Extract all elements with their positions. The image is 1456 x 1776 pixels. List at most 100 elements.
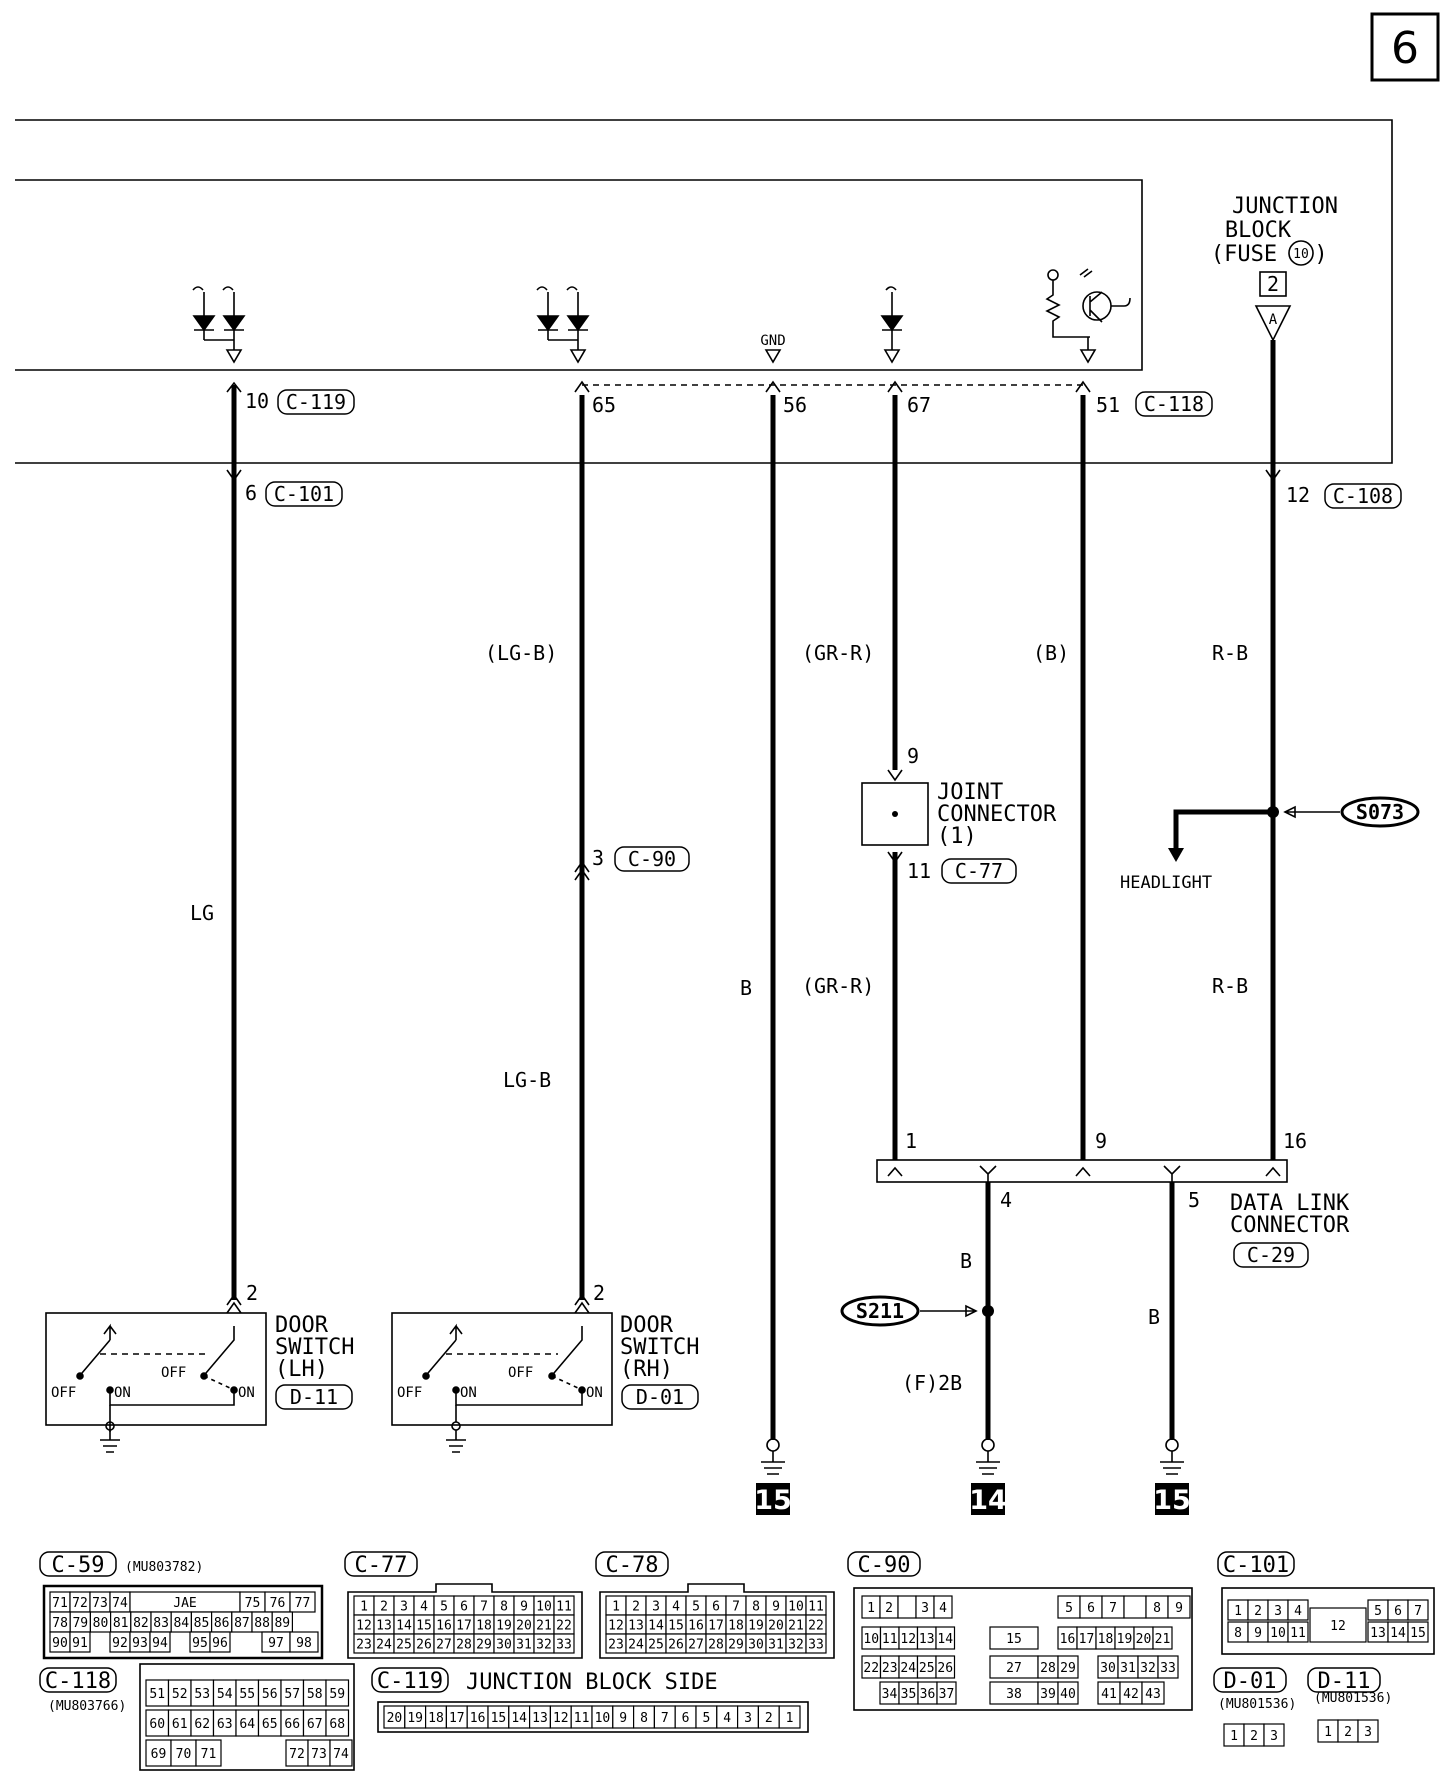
connector-cell-label: 32 [788, 1638, 804, 1653]
door-switch-lh: OFF ON OFF ON [45, 1312, 267, 1453]
connector-cell-label: 29 [476, 1638, 492, 1653]
headlight-label: HEADLIGHT [1120, 873, 1212, 893]
door-switch-rh-line2: SWITCH [620, 1335, 699, 1360]
pin-6: 6 [245, 481, 257, 505]
connector-cell-label: 12 [608, 1619, 624, 1634]
connector-cell-label: 31 [768, 1638, 784, 1653]
connector-cell-label: 78 [52, 1616, 68, 1631]
connector-cell-label: 98 [296, 1636, 312, 1651]
connector-cell-label: 28 [1040, 1661, 1056, 1676]
connector-cell-label: 13 [376, 1619, 392, 1634]
connector-cell [933, 1595, 953, 1619]
connector-cell-label: 3 [652, 1600, 660, 1615]
ground-symbols [761, 1438, 1184, 1475]
fuse-number-circle [1288, 240, 1314, 266]
connector-cell-label: 43 [1145, 1687, 1161, 1702]
pin-12: 12 [1286, 483, 1310, 507]
connector-cell-label: 20 [516, 1619, 532, 1634]
connector-cell-label: 24 [628, 1638, 644, 1653]
connector-cell-label: 37 [939, 1687, 955, 1702]
pin-10: 10 [245, 389, 269, 413]
connector-cell [553, 1633, 575, 1654]
connector-cell-label: 11 [574, 1711, 590, 1726]
connector-cell-label: 73 [92, 1596, 108, 1611]
connector-cell [209, 1631, 231, 1653]
connector-cell-label: 21 [788, 1619, 804, 1634]
connector-cell-label: 2 [765, 1711, 773, 1726]
connector-cell-label: 32 [1140, 1661, 1156, 1676]
dlc-pin-16: 16 [1283, 1129, 1307, 1153]
connector-cell-label: 83 [153, 1616, 169, 1631]
door-switch-lh-line3: (LH) [275, 1357, 328, 1382]
connector-cell-label: 9 [619, 1711, 627, 1726]
connector-cell-label: 68 [329, 1717, 345, 1732]
connector-cell-label: 11 [556, 1600, 572, 1615]
connector-cell-label: 1 [867, 1601, 875, 1616]
connector-cell [145, 1739, 172, 1767]
connector-cell-label: 72 [289, 1747, 305, 1762]
connector-cell-label: 6 [460, 1600, 468, 1615]
c90-housing [853, 1587, 1193, 1711]
connector-cell-label: 8 [500, 1600, 508, 1615]
svg-text:OFF: OFF [508, 1365, 533, 1381]
connector-cell-label: 10 [536, 1600, 552, 1615]
connector-cell-label: 7 [661, 1711, 669, 1726]
ref-c-77: C-77 [955, 859, 1003, 883]
connector-cell [805, 1633, 827, 1654]
connector-cell-label: 6 [712, 1600, 720, 1615]
connector-cell [289, 1591, 316, 1613]
door-switch-rh: OFF ON OFF ON [391, 1312, 613, 1453]
connector-cell-label: 4 [420, 1600, 428, 1615]
connector-cell-label: 60 [149, 1717, 165, 1732]
connector-cell [1407, 1621, 1429, 1643]
connector-cell-label: 77 [295, 1596, 311, 1611]
connector-cell-label: 74 [112, 1596, 128, 1611]
connector-cell-label: 54 [217, 1687, 233, 1702]
connector-cell-label: 2 [1344, 1725, 1352, 1740]
connector-cell-label: 35 [901, 1687, 917, 1702]
connector-cell [1407, 1599, 1429, 1621]
connector-cell-label: 27 [436, 1638, 452, 1653]
connector-cell-label: 2 [632, 1600, 640, 1615]
connector-cell-label: 24 [376, 1638, 392, 1653]
connector-cell-label: 70 [176, 1747, 192, 1762]
connector-cell-label: 5 [692, 1600, 700, 1615]
connector-cell-label: 29 [1060, 1661, 1076, 1676]
svg-text:ON: ON [114, 1385, 131, 1401]
c118-housing [139, 1663, 355, 1771]
splice-s211-frame [840, 1295, 920, 1327]
joint-connector-line2: CONNECTOR [937, 802, 1057, 827]
connector-cell-label: 19 [496, 1619, 512, 1634]
connector-cell-label: 26 [668, 1638, 684, 1653]
ref-c-90: C-90 [628, 847, 676, 871]
connector-cell-label: 6 [1394, 1604, 1402, 1619]
wire-label-r-b-top: R-B [1212, 641, 1248, 665]
cv-c59-label: C-59 [52, 1553, 105, 1578]
svg-text:14: 14 [969, 1485, 1007, 1516]
svg-text:ON: ON [460, 1385, 477, 1401]
connector-cell-label: 30 [1100, 1661, 1116, 1676]
cv-c101-label: C-101 [1223, 1553, 1289, 1578]
cv-d11-label: D-11 [1318, 1669, 1371, 1694]
connector-cell-label: 3 [1270, 1729, 1278, 1744]
connector-cell-label: 4 [1294, 1604, 1302, 1619]
connector-cell-label: 20 [768, 1619, 784, 1634]
splice-s073-frame [1340, 796, 1420, 828]
fuse-box-number: 2 [1267, 272, 1279, 296]
connector-cell-label: 15 [1410, 1626, 1426, 1641]
connector-cell [1167, 1595, 1191, 1619]
connector-cell-label: 56 [262, 1687, 278, 1702]
connector-cell-label: 25 [919, 1661, 935, 1676]
svg-text:ON: ON [586, 1385, 603, 1401]
cv-c119-label: C-119 [377, 1669, 443, 1694]
connector-cell-label: 63 [217, 1717, 233, 1732]
connector-cell-label: 23 [608, 1638, 624, 1653]
connector-cell-label: 19 [407, 1711, 423, 1726]
connector-cell-label: 2 [1250, 1729, 1258, 1744]
wire-label-r-b-bottom: R-B [1212, 974, 1248, 998]
gnd-terminal-symbol [764, 349, 782, 364]
fuse-terminal-triangle [1254, 305, 1292, 342]
connector-cell-label: 3 [1364, 1725, 1372, 1740]
cv-d11-part: (MU801536) [1314, 1691, 1392, 1706]
